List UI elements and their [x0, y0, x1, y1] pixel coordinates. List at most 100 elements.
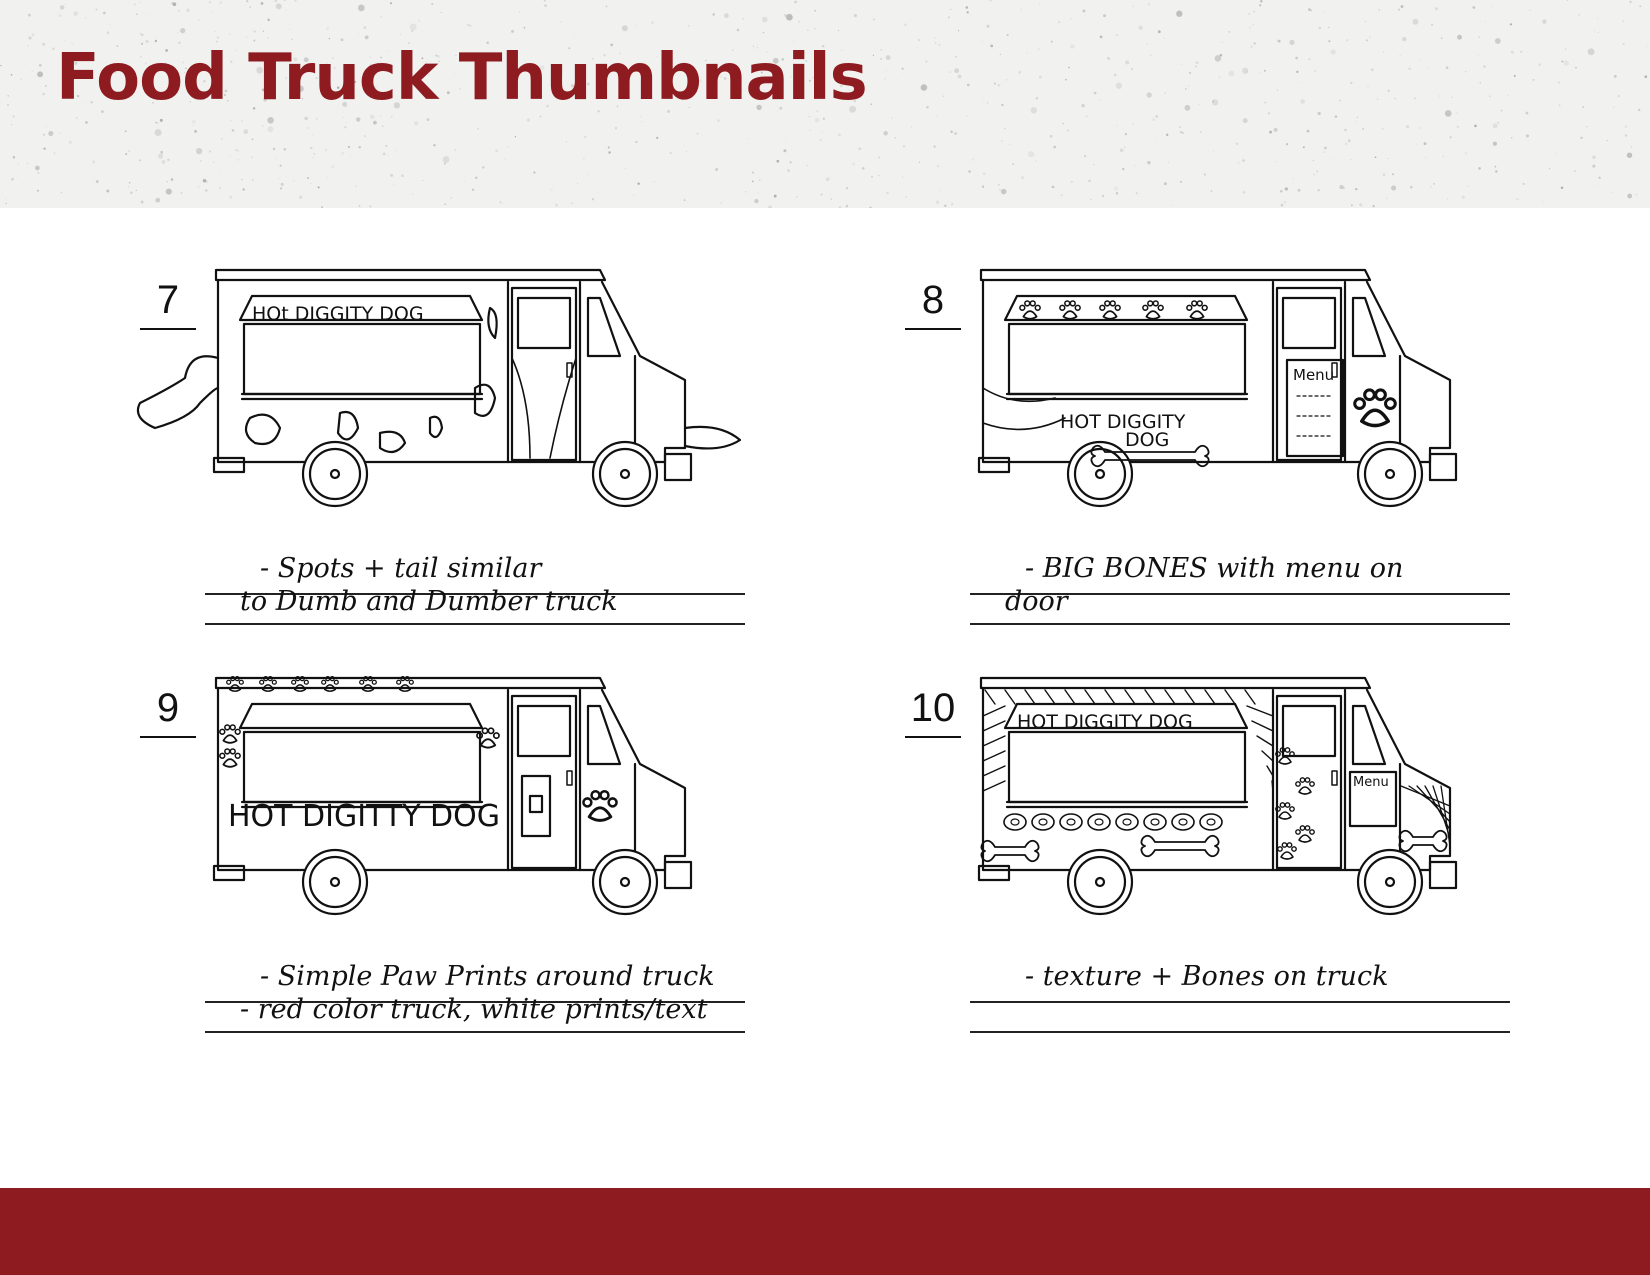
speckle-dot — [1479, 81, 1482, 84]
speckle-dot — [197, 90, 201, 94]
speckle-dot — [76, 53, 80, 57]
speckle-dot — [136, 13, 138, 15]
speckle-dot — [1472, 6, 1476, 9]
speckle-dot — [950, 8, 952, 10]
speckle-dot — [1212, 100, 1214, 103]
speckle-dot — [42, 92, 45, 96]
speckle-dot — [901, 176, 904, 178]
speckle-dot — [1392, 173, 1394, 176]
speckle-dot — [297, 85, 304, 92]
bone-icon — [1090, 444, 1210, 468]
speckle-dot — [954, 132, 957, 135]
speckle-dot — [68, 140, 73, 145]
note-line-1: - texture + Bones on truck — [1025, 961, 1389, 992]
speckle-dot — [208, 150, 212, 153]
speckle-dot — [852, 162, 856, 166]
speckle-dot — [336, 86, 340, 90]
texture-line — [1064, 689, 1076, 705]
speckle-dot — [641, 121, 643, 123]
speckle-dot — [1376, 98, 1379, 101]
speckle-dot — [0, 101, 1, 102]
texture-line — [1024, 689, 1036, 705]
speckle-dot — [1546, 44, 1548, 46]
speckle-dot — [1134, 164, 1136, 166]
donut-icon — [1171, 813, 1195, 831]
texture-line — [1256, 735, 1274, 747]
speckle-dot — [883, 77, 886, 80]
speckle-dot — [1629, 0, 1632, 4]
speckle-dot — [966, 11, 969, 14]
speckle-dot — [312, 134, 314, 136]
speckle-dot — [853, 100, 856, 103]
serving-window — [242, 730, 482, 804]
speckle-dot — [1461, 195, 1465, 199]
speckle-dot — [385, 144, 388, 147]
thumbnail-number: 8 — [921, 278, 945, 322]
speckle-dot — [591, 198, 595, 201]
donut-icon — [1003, 813, 1027, 831]
speckle-dot — [957, 74, 962, 79]
speckle-dot — [990, 44, 994, 48]
speckle-dot — [1180, 180, 1183, 183]
speckle-dot — [1457, 34, 1462, 40]
paw-print-icon — [359, 676, 377, 692]
speckle-dot — [1152, 118, 1156, 121]
speckle-dot — [7, 95, 9, 97]
speckle-dot — [392, 184, 395, 187]
speckle-dot — [724, 13, 729, 19]
speckle-dot — [74, 61, 78, 65]
speckle-dot — [189, 91, 192, 94]
speckle-dot — [27, 45, 29, 47]
texture-line — [982, 780, 1006, 792]
speckle-dot — [871, 176, 873, 178]
speckle-dot — [4, 198, 6, 199]
speckle-dot — [1494, 165, 1497, 168]
door-window — [516, 296, 572, 350]
speckle-dot — [1308, 8, 1311, 11]
speckle-dot — [1081, 103, 1085, 108]
speckle-dot — [235, 49, 238, 52]
speckle-dot — [109, 23, 111, 26]
donut-icon — [1199, 813, 1223, 831]
speckle-dot — [230, 60, 233, 63]
speckle-dot — [393, 102, 401, 109]
speckle-dot — [499, 201, 502, 204]
speckle-dot — [286, 9, 287, 11]
speckle-dot — [1219, 53, 1223, 57]
speckle-dot — [323, 8, 325, 10]
speckle-dot — [317, 186, 320, 189]
truck-roof — [214, 676, 607, 690]
paw-print-icon — [226, 676, 244, 692]
paw-print-icon — [1059, 300, 1081, 320]
speckle-dot — [1026, 52, 1028, 54]
speckle-dot — [1122, 167, 1125, 171]
speckle-dot — [75, 103, 77, 105]
speckle-dot — [1232, 101, 1234, 102]
speckle-dot — [1370, 68, 1374, 72]
speckle-dot — [986, 24, 990, 28]
speckle-dot — [167, 158, 170, 162]
speckle-dot — [48, 130, 54, 136]
speckle-dot — [938, 43, 941, 46]
speckle-dot — [576, 182, 579, 184]
speckle-dot — [886, 191, 889, 195]
speckle-dot — [83, 75, 87, 79]
speckle-dot — [592, 58, 594, 60]
speckle-dot — [241, 119, 243, 122]
speckle-dot — [379, 15, 382, 18]
texture-line — [1044, 689, 1056, 705]
speckle-dot — [919, 26, 921, 28]
truck-sign-text: DOG — [1125, 429, 1169, 451]
speckle-dot — [1039, 4, 1041, 5]
speckle-dot — [787, 169, 790, 172]
speckle-dot — [1246, 70, 1248, 73]
speckle-dot — [1592, 155, 1596, 159]
speckle-dot — [1164, 92, 1166, 94]
speckle-dot — [1387, 157, 1389, 160]
speckle-dot — [1529, 9, 1531, 12]
speckle-dot — [672, 89, 676, 93]
speckle-dot — [284, 108, 285, 109]
speckle-dot — [822, 117, 825, 120]
speckle-dot — [312, 157, 314, 159]
